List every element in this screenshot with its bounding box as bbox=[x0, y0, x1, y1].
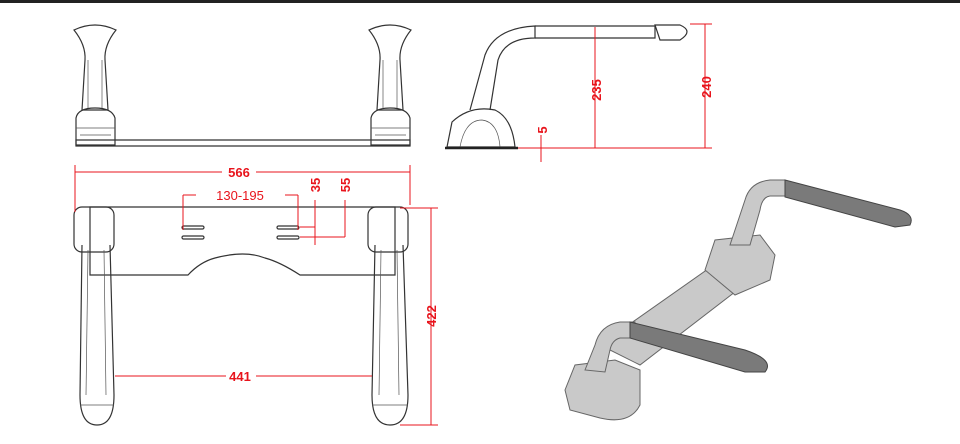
plan-view: 566 130-195 35 55 422 441 bbox=[73, 164, 439, 426]
iso-front-base bbox=[564, 359, 641, 421]
iso-front-grip bbox=[629, 321, 768, 373]
side-view: 235 240 5 bbox=[445, 23, 714, 162]
dim-5: 5 bbox=[535, 126, 550, 133]
front-base-plate bbox=[75, 139, 411, 147]
side-base bbox=[446, 108, 516, 148]
front-left-handle bbox=[73, 24, 117, 146]
dim-55: 55 bbox=[338, 178, 353, 192]
iso-back-grip bbox=[784, 179, 912, 228]
top-border bbox=[0, 0, 960, 3]
dim-130-195: 130-195 bbox=[216, 188, 264, 203]
iso-back-base bbox=[704, 234, 776, 296]
dim-441: 441 bbox=[229, 369, 251, 384]
dim-240: 240 bbox=[699, 76, 714, 98]
plan-plate bbox=[89, 206, 396, 276]
plan-left-handle bbox=[73, 206, 115, 426]
side-arm bbox=[469, 25, 536, 111]
dim-422: 422 bbox=[424, 305, 439, 327]
plan-slots bbox=[181, 225, 300, 240]
iso-view bbox=[564, 179, 912, 421]
front-right-handle bbox=[368, 24, 412, 146]
side-dimensions: 235 240 5 bbox=[518, 23, 714, 162]
dim-35: 35 bbox=[308, 178, 323, 192]
plan-right-handle bbox=[367, 206, 409, 426]
plan-dimensions: 566 130-195 35 55 422 441 bbox=[74, 164, 439, 426]
front-view bbox=[73, 24, 412, 147]
dim-235: 235 bbox=[589, 79, 604, 101]
side-tip bbox=[654, 24, 688, 41]
dim-566: 566 bbox=[228, 165, 250, 180]
